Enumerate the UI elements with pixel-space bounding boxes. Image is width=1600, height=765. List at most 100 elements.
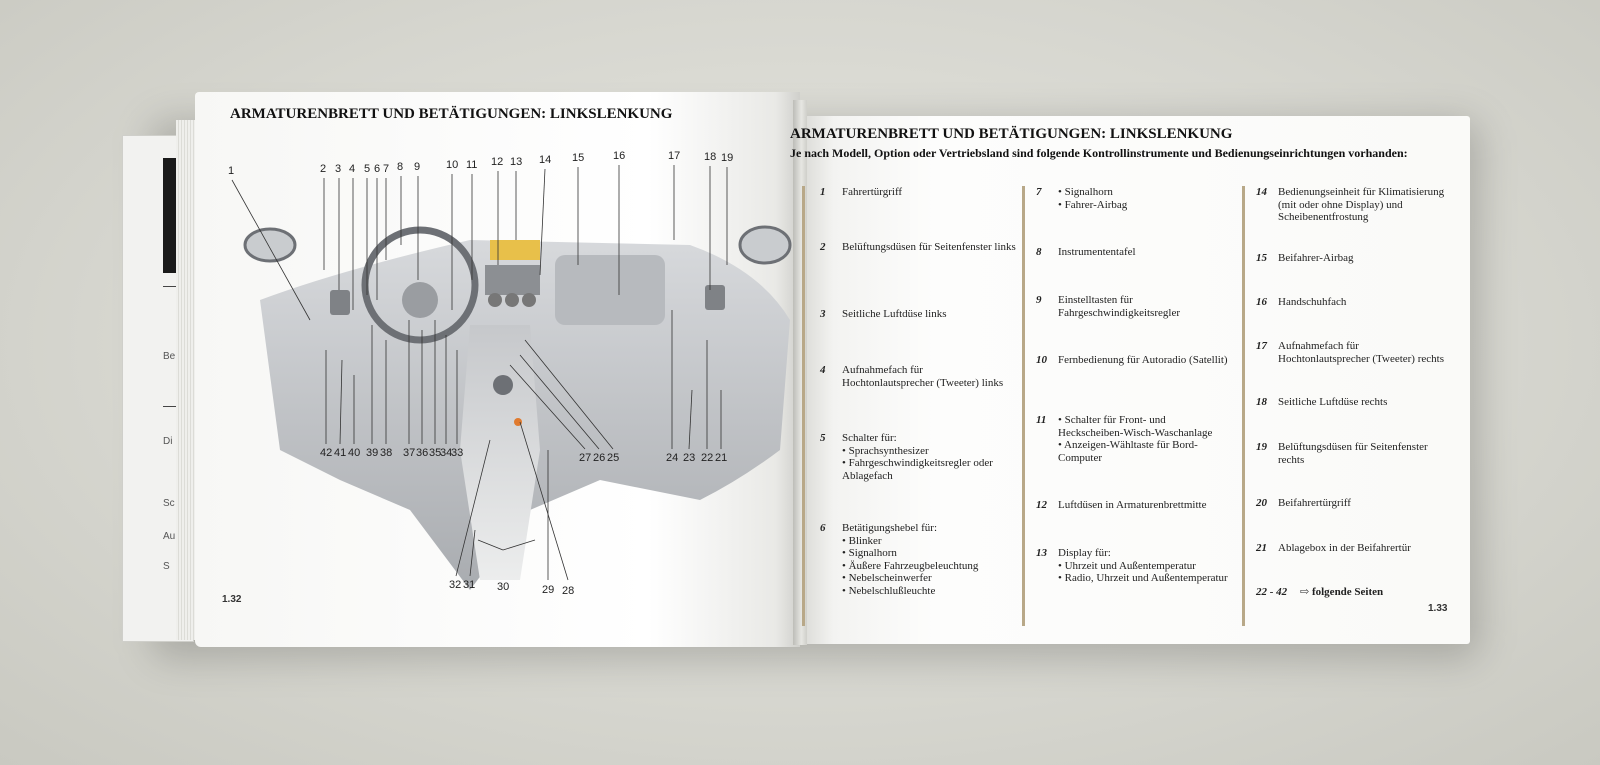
legend-number: 5 [820,432,826,444]
left-mirror [243,227,297,263]
legend-text: ⇨ folgende Seiten [1300,586,1384,598]
callout-label: 15 [572,152,584,164]
legend-text: Ablagebox in der Beifahrertür [1278,542,1411,554]
callout-label: 3 [335,163,341,175]
callout-label: 7 [383,163,389,175]
callout-label: 41 [334,447,346,459]
climate-knob [522,293,536,307]
legend-text: Beifahrer-Airbag [1278,252,1354,264]
legend-number: 1 [820,186,826,198]
left-side-vent [330,290,350,315]
callout-label: 29 [542,584,554,596]
legend-text: • Sprachsynthesizer [842,444,929,457]
callout-label: 28 [562,585,574,597]
callout-label: 40 [348,447,360,459]
legend-number: 19 [1256,441,1267,453]
legend-number: 8 [1036,246,1042,258]
callout-label: 38 [380,447,392,459]
legend-number: 14 [1256,186,1267,198]
callout-label: 16 [613,150,625,162]
dashboard-diagram: 1 2 3 4 5 6 7 8 9 10 11 12 13 1 [220,150,800,610]
legend-text: Belüftungsdüsen für Seitenfenster links [842,241,1016,253]
legend-text: Fahrertürgriff [842,186,903,198]
legend-number: 12 [1036,499,1047,511]
cover-fragment: Sc [163,498,175,509]
callout-label: 36 [416,447,428,459]
legend-text: Einstelltasten für Fahrgeschwindigkeitsr… [1058,294,1180,319]
callout-label: 35 [429,447,441,459]
legend-number: 2 [820,241,826,253]
legend-text: • Uhrzeit und Außentemperatur [1058,559,1196,572]
callout-label: 2 [320,163,326,175]
legend-number: 21 [1256,542,1267,554]
legend-column-1: 1 Fahrertürgriff 2 Belüftungsdüsen für S… [820,186,1020,626]
legend-text: • Anzeigen-Wähltaste für Bord-Computer [1058,439,1198,464]
legend-column-2: 7 • Signalhorn • Fahrer-Airbag 8 Instrum… [1036,186,1236,626]
legend-text: Handschuhfach [1278,296,1347,308]
left-page-heading: ARMATURENBRETT UND BETÄTIGUNGEN: LINKSLE… [230,106,673,122]
legend-number: 9 [1036,294,1042,306]
legend-number: 3 [820,308,826,320]
lower-callout-group: 32 31 30 29 28 [449,421,574,597]
legend-text: • Schalter für Front- und Heckscheiben-W… [1058,414,1213,439]
center-vents [485,265,540,295]
callout-label: 30 [497,581,509,593]
legend-number: 10 [1036,354,1047,366]
right-page [800,116,1470,644]
wheel-hub [402,282,438,318]
legend-text: • Signalhorn [842,547,897,559]
callout-label: 11 [466,159,477,171]
callout-label: 1 [228,165,234,177]
right-mirror [738,225,792,265]
legend-text: Belüftungsdüsen für Seitenfenster rechts [1278,441,1428,466]
steering-wheel [361,226,479,344]
cover-fragment: S [163,561,170,572]
callout-label: 37 [403,447,415,459]
legend-number: 4 [820,364,826,376]
column-rule [802,186,805,626]
legend-number: 18 [1256,396,1267,408]
legend-text: • Signalhorn [1058,186,1113,198]
callout-label: 6 [374,163,380,175]
callout-label: 39 [366,447,378,459]
climate-knob [488,293,502,307]
legend-number: 6 [820,522,826,534]
callout-label: 12 [491,156,503,168]
callout-label: 10 [446,159,458,171]
right-page-heading: ARMATURENBRETT UND BETÄTIGUNGEN: LINKSLE… [790,126,1233,142]
climate-knob [505,293,519,307]
callout-label: 42 [320,447,332,459]
legend-text: Fernbedienung für Autoradio (Satellit) [1058,354,1228,366]
callout-label: 31 [463,579,475,591]
legend-number: 17 [1256,340,1267,352]
gear-lever [493,375,513,395]
top-callout-group: 1 2 3 4 5 6 7 8 9 10 11 12 13 1 [228,150,733,321]
legend-text: Aufnahmefach für Hochtonlautsprecher (Tw… [1278,340,1444,365]
callout-label: 18 [704,151,716,163]
callout-label: 8 [397,161,403,173]
callout-label: 4 [349,163,355,175]
cover-black-bar [163,158,177,273]
legend-text: Schalter für: [842,432,897,444]
callout-label: 25 [607,452,619,464]
legend-text: Instrumententafel [1058,246,1136,258]
bottom-callout-group: 42 41 40 39 38 37 36 35 34 33 27 26 25 2… [320,310,727,464]
callout-label: 5 [364,163,370,175]
legend-number: 13 [1036,547,1047,559]
callout-label: 26 [593,452,605,464]
dashboard-illustration: 1 2 3 4 5 6 7 8 9 10 11 12 13 1 [228,150,792,597]
legend-text: Display für: [1058,547,1111,559]
legend-text: • Nebelschlußleuchte [842,584,936,597]
callout-label: 23 [683,452,695,464]
right-page-number: 1.33 [1428,603,1448,614]
legend-number: 22 - 42 [1256,586,1288,598]
callout-label: 27 [579,452,591,464]
legend-text: Betätigungshebel für: [842,522,938,534]
column-rule [1022,186,1025,626]
legend-number: 20 [1256,497,1267,509]
legend-text: Seitliche Luftdüse links [842,308,947,320]
legend-text: • Blinker [842,534,882,547]
callout-label: 13 [510,156,522,168]
legend-text: Bedienungseinheit für Klimatisierung (mi… [1278,186,1445,223]
callout-label: 21 [715,452,727,464]
